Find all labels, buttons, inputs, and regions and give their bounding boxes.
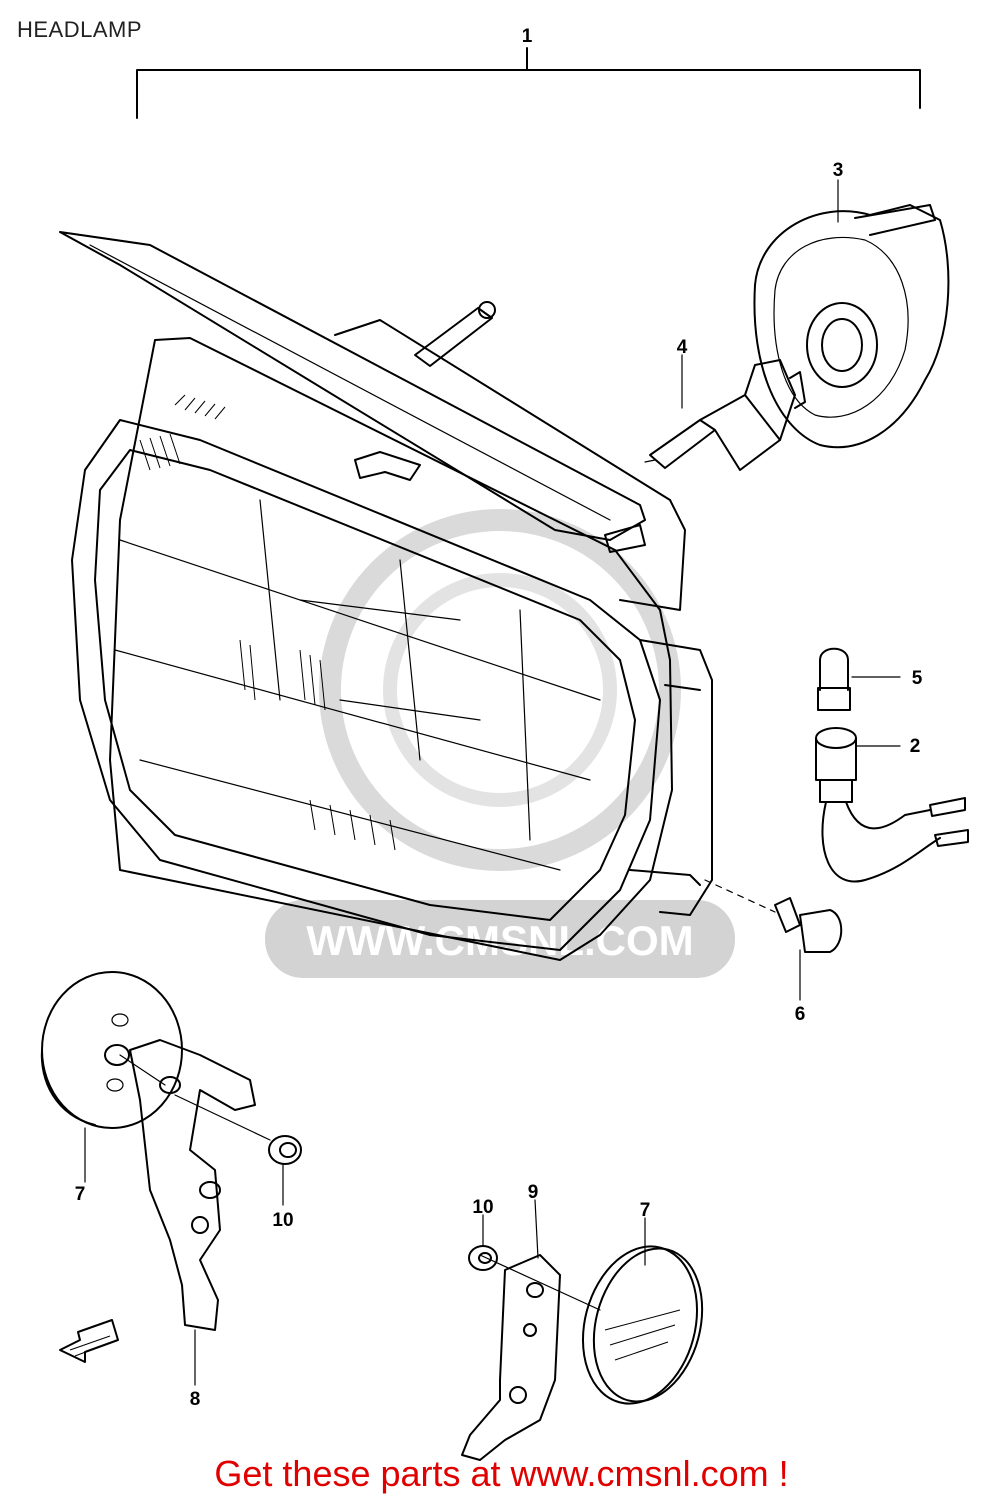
- right-nut: [468, 1245, 498, 1271]
- callout-4: 4: [677, 337, 688, 358]
- assembly-bracket: [136, 47, 921, 119]
- callout-1: 1: [522, 26, 533, 47]
- left-nut: [268, 1135, 302, 1165]
- callout-2: 2: [910, 736, 921, 757]
- callout-3: 3: [833, 160, 844, 181]
- diagram-title: HEADLAMP: [17, 17, 143, 42]
- watermark: WWW.CMSNL.COM: [265, 509, 735, 978]
- left-bracket: [119, 1039, 271, 1331]
- callout-7-left: 7: [75, 1184, 86, 1205]
- callout-10-right: 10: [472, 1197, 493, 1218]
- footer-link[interactable]: Get these parts at www.cmsnl.com !: [214, 1453, 789, 1494]
- leader-lines: [84, 179, 901, 1386]
- watermark-text: WWW.CMSNL.COM: [306, 917, 693, 964]
- socket-cover: [753, 204, 950, 449]
- watermark-banner: [265, 900, 735, 978]
- callout-5: 5: [912, 668, 923, 689]
- callout-7-right: 7: [640, 1200, 651, 1221]
- callout-8: 8: [190, 1389, 201, 1410]
- right-bracket: [461, 1254, 601, 1461]
- position-bulb: [817, 647, 851, 711]
- left-disc: [40, 971, 183, 1129]
- right-disc: [581, 1245, 704, 1405]
- front-direction-arrow: [59, 1319, 119, 1363]
- headlamp-bulb: [644, 359, 806, 471]
- callout-10-left: 10: [272, 1210, 293, 1231]
- headlamp-housing: [59, 231, 713, 961]
- position-bulb-socket: [815, 727, 969, 883]
- adjusting-screw: [704, 879, 843, 953]
- callout-9: 9: [528, 1182, 539, 1203]
- callout-6: 6: [795, 1004, 806, 1025]
